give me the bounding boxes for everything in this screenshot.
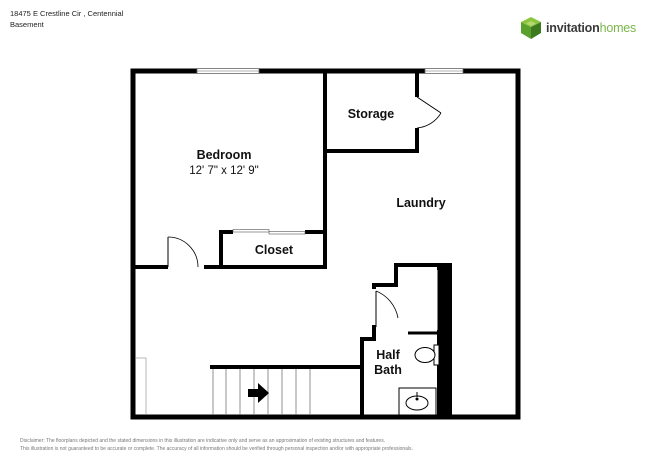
closet-sliding-door (232, 229, 306, 235)
room-label-laundry: Laundry (396, 196, 445, 210)
room-label-bedroom: Bedroom (197, 148, 252, 162)
room-label-half-bath-line1: Half (376, 348, 400, 362)
wall-half-bath (360, 263, 452, 417)
brand-name: invitationhomes (546, 21, 637, 35)
door-bedroom (167, 236, 199, 268)
wall-vent (136, 357, 147, 415)
floor-level-label: Basement (10, 20, 44, 29)
staircase (212, 369, 311, 415)
disclaimer-line-1: Disclaimer: The floorplans depicted and … (20, 438, 386, 444)
toilet-icon (414, 344, 440, 366)
wall-half-bath-thick-east (437, 265, 452, 417)
property-address: 18475 E Crestline Cir , Centennial (10, 9, 124, 18)
disclaimer-line-2: This illustration is not guaranteed to b… (20, 446, 413, 452)
room-dims-bedroom: 12' 7" x 12' 9" (189, 165, 258, 177)
sink-icon (398, 387, 437, 416)
window-laundry (424, 68, 464, 74)
room-label-closet: Closet (255, 243, 294, 257)
room-label-storage: Storage (348, 107, 395, 121)
room-label-half-bath-line2: Bath (374, 363, 402, 377)
door-half-bath (372, 289, 399, 327)
door-storage (416, 96, 442, 129)
window-bedroom (196, 68, 260, 74)
logo-mark-icon (521, 17, 541, 39)
stair-direction-arrow-icon (248, 383, 269, 403)
invitation-homes-logo: invitationhomes (519, 16, 643, 42)
